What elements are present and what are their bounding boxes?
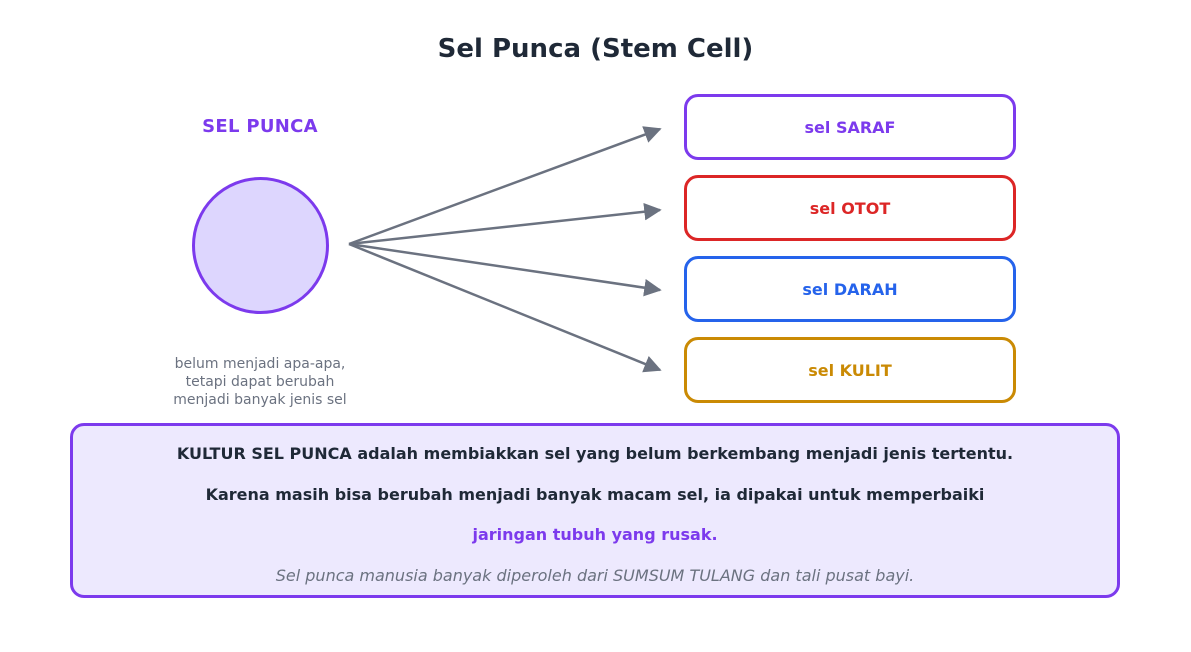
info-note: Sel punca manusia banyak diperoleh dari … — [275, 566, 915, 585]
target-label: sel DARAH — [802, 279, 898, 299]
target-label: sel OTOT — [809, 198, 891, 218]
info-highlight: jaringan tubuh yang rusak. — [472, 525, 718, 544]
source-label: SEL PUNCA — [202, 116, 318, 137]
source-description-line: menjadi banyak jenis sel — [173, 392, 347, 408]
target-box-kulit: sel KULIT — [684, 337, 1016, 403]
target-box-otot: sel OTOT — [684, 175, 1016, 241]
source-description: belum menjadi apa-apa, tetapi dapat beru… — [130, 355, 390, 409]
arrow-to-kulit — [348, 242, 662, 373]
target-label: sel KULIT — [808, 360, 892, 380]
diagram-title: Sel Punca (Stem Cell) — [437, 34, 754, 64]
arrow-to-otot — [348, 203, 662, 246]
arrow-to-darah — [348, 242, 662, 297]
target-box-darah: sel DARAH — [684, 256, 1016, 322]
source-description-line: belum menjadi apa-apa, — [174, 356, 346, 372]
info-definition: KULTUR SEL PUNCA adalah membiakkan sel y… — [176, 444, 1014, 463]
target-box-saraf: sel SARAF — [684, 94, 1016, 160]
info-box: KULTUR SEL PUNCA adalah membiakkan sel y… — [70, 423, 1120, 598]
source-description-line: tetapi dapat berubah — [185, 374, 335, 390]
stem-cell-circle — [192, 177, 329, 314]
arrow-to-saraf — [348, 126, 662, 246]
target-label: sel SARAF — [804, 117, 896, 137]
info-usage: Karena masih bisa berubah menjadi banyak… — [205, 485, 985, 504]
